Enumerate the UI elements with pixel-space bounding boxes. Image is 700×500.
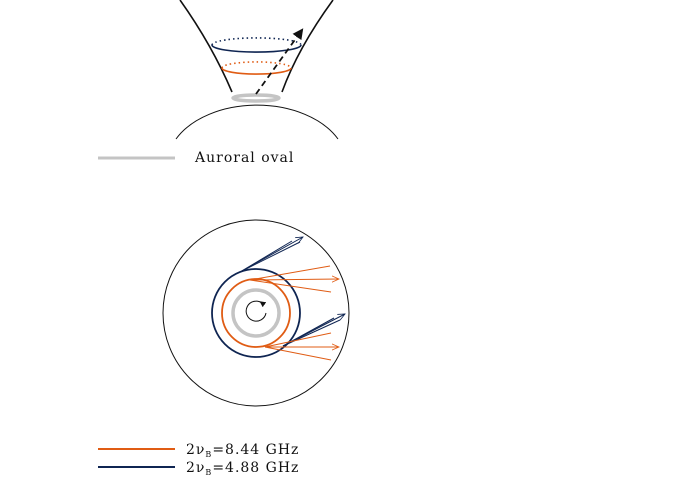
navy-ring-front bbox=[211, 44, 302, 53]
navy-beam-upper-3 bbox=[239, 240, 293, 273]
outer-boundary-circle bbox=[162, 219, 350, 407]
legend-auroral: Auroral oval bbox=[98, 150, 294, 166]
navy-source-ring bbox=[211, 268, 301, 358]
top-view-diagram bbox=[162, 219, 350, 407]
orange-beam-lower-3 bbox=[264, 346, 332, 361]
orange-beam-upper-2 bbox=[249, 279, 339, 280]
auroral-oval-side bbox=[231, 93, 281, 103]
orange-ring-back bbox=[221, 61, 292, 69]
side-view-diagram bbox=[175, 0, 339, 140]
legend-orange-label: 2νB=8.44 GHz bbox=[186, 442, 299, 459]
orange-beam-upper-3 bbox=[249, 279, 332, 293]
legend-auroral-label: Auroral oval bbox=[194, 150, 294, 166]
field-line-right bbox=[281, 0, 334, 93]
orange-ring-front bbox=[221, 67, 292, 75]
rotation-arrow-icon bbox=[245, 300, 267, 322]
navy-beam-lower-2 bbox=[282, 319, 341, 347]
auroral-oval-top bbox=[231, 288, 281, 338]
legend-frequencies: 2νB=8.44 GHz 2νB=4.88 GHz bbox=[98, 442, 299, 477]
navy-beam-upper-2 bbox=[239, 241, 301, 273]
navy-ring-back bbox=[211, 37, 302, 46]
orange-beam-lower-1 bbox=[264, 332, 332, 348]
field-line-left bbox=[179, 0, 233, 93]
legend-navy-label: 2νB=4.88 GHz bbox=[186, 460, 299, 477]
emission-direction-arrow bbox=[255, 28, 304, 95]
planet-limb bbox=[175, 104, 339, 140]
orange-beam-upper-1 bbox=[249, 265, 331, 281]
